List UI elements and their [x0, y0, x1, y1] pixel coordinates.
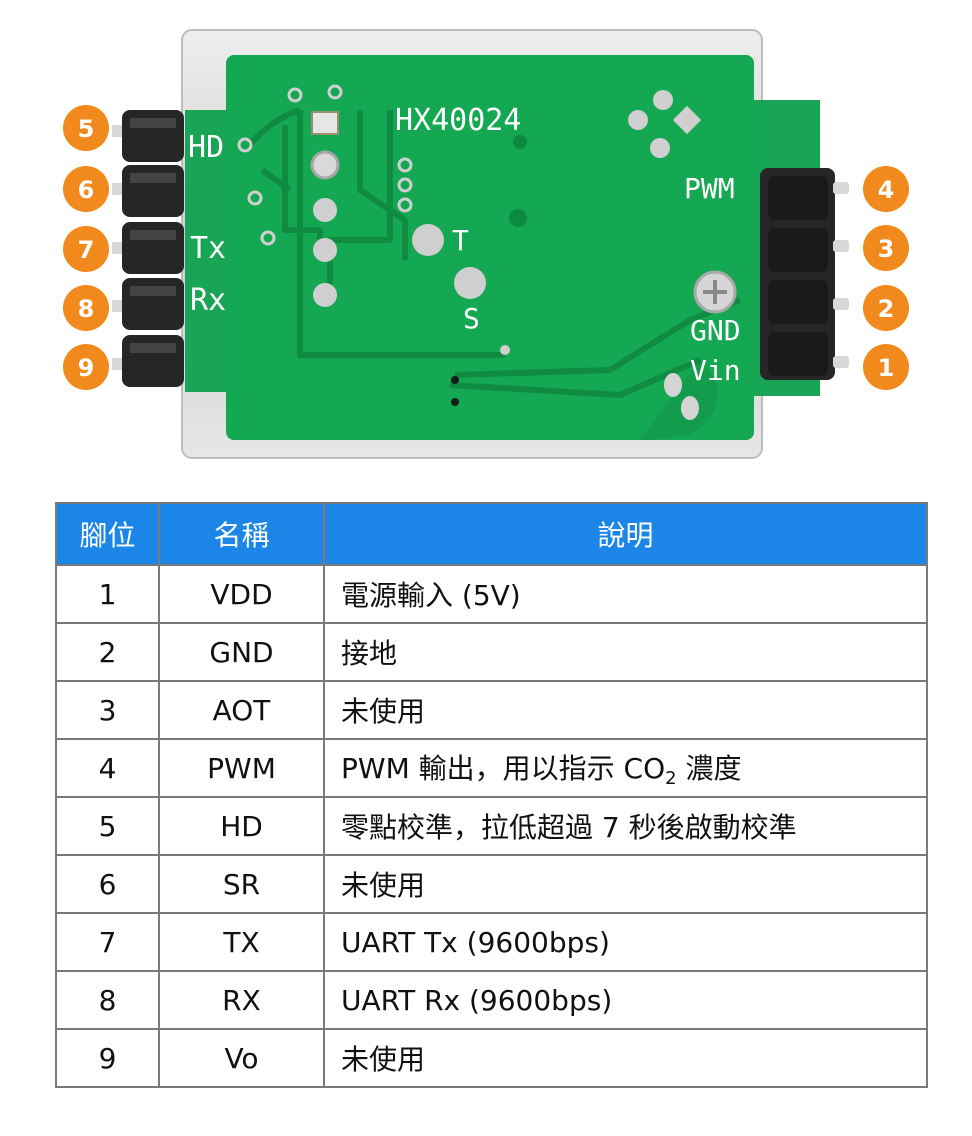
pin-badge-6-label: 6	[78, 176, 95, 204]
co2-subscript: 2	[665, 768, 677, 789]
table-row: 5 HD 零點校準，拉低超過 7 秒後啟動校準	[55, 796, 928, 856]
pin-badge-3-label: 3	[878, 235, 895, 263]
pin-number: 6	[55, 854, 160, 914]
pin-name: VDD	[158, 564, 325, 624]
pin-description: UART Rx (9600bps)	[323, 970, 928, 1030]
pin-number: 1	[55, 564, 160, 624]
silk-pwm-label: PWM	[684, 172, 735, 205]
pin-badge-3	[863, 225, 909, 271]
silk-vin-label: Vin	[690, 354, 741, 387]
sensor-board-photo: HX40024 HD Tx Rx T S PWM GND Vin	[63, 29, 909, 459]
right-pin-badges: 4 3 2 1	[863, 166, 909, 390]
silk-t-label: T	[452, 224, 469, 257]
pin-description: 零點校準，拉低超過 7 秒後啟動校準	[323, 796, 928, 856]
pin-name: GND	[158, 622, 325, 682]
silk-s-label: S	[463, 302, 480, 335]
pin-badge-4	[863, 166, 909, 212]
pin-description-tail: 濃度	[676, 752, 742, 785]
pin-badge-9	[63, 344, 109, 390]
table-row: 6 SR 未使用	[55, 854, 928, 914]
header-description: 說明	[323, 502, 928, 566]
pin-description: PWM 輸出，用以指示 CO2 濃度	[323, 738, 928, 798]
pin-description: 未使用	[323, 1028, 928, 1088]
pin-badge-1	[863, 344, 909, 390]
pin-badge-7	[63, 226, 109, 272]
pin-name: PWM	[158, 738, 325, 798]
silk-model-label: HX40024	[395, 103, 521, 138]
table-row: 2 GND 接地	[55, 622, 928, 682]
table-row: 3 AOT 未使用	[55, 680, 928, 740]
pin-name: TX	[158, 912, 325, 972]
left-pin-badges: 5 6 7 8 9	[63, 105, 109, 390]
pin-number: 4	[55, 738, 160, 798]
pin-name: Vo	[158, 1028, 325, 1088]
pin-definition-table: 腳位 名稱 說明 1 VDD 電源輸入 (5V) 2 GND 接地 3 AOT …	[55, 502, 928, 1088]
pin-number: 3	[55, 680, 160, 740]
right-pin-header	[760, 168, 849, 380]
pin-number: 8	[55, 970, 160, 1030]
table-row: 4 PWM PWM 輸出，用以指示 CO2 濃度	[55, 738, 928, 798]
pin-name: HD	[158, 796, 325, 856]
pin-number: 9	[55, 1028, 160, 1088]
table-row: 7 TX UART Tx (9600bps)	[55, 912, 928, 972]
pin-number: 2	[55, 622, 160, 682]
pin-badge-5-label: 5	[78, 115, 95, 143]
table-row: 9 Vo 未使用	[55, 1028, 928, 1088]
pin-description: 未使用	[323, 854, 928, 914]
pcb-pads	[237, 84, 737, 420]
pin-badge-2-label: 2	[878, 295, 895, 323]
pin-description: UART Tx (9600bps)	[323, 912, 928, 972]
pin-description-main: PWM 輸出，用以指示 CO	[341, 752, 666, 785]
pin-badge-8-label: 8	[78, 295, 95, 323]
table-header-row: 腳位 名稱 說明	[55, 502, 928, 566]
pin-badge-5	[63, 105, 109, 151]
pin-badge-7-label: 7	[78, 236, 95, 264]
left-pin-header	[112, 110, 184, 387]
pin-name: RX	[158, 970, 325, 1030]
pin-badge-9-label: 9	[78, 354, 95, 382]
silk-gnd-label: GND	[690, 314, 741, 347]
pin-badge-1-label: 1	[878, 354, 895, 382]
pin-badge-2	[863, 285, 909, 331]
silk-rx-label: Rx	[190, 283, 226, 318]
pin-description: 接地	[323, 622, 928, 682]
pin-badge-8	[63, 285, 109, 331]
header-pin: 腳位	[55, 502, 160, 566]
pin-description: 電源輸入 (5V)	[323, 564, 928, 624]
table-row: 8 RX UART Rx (9600bps)	[55, 970, 928, 1030]
pin-number: 5	[55, 796, 160, 856]
pin-name: SR	[158, 854, 325, 914]
pin-badge-6	[63, 166, 109, 212]
silk-tx-label: Tx	[190, 231, 226, 266]
pin-number: 7	[55, 912, 160, 972]
pin-description: 未使用	[323, 680, 928, 740]
table-row: 1 VDD 電源輸入 (5V)	[55, 564, 928, 624]
pin-badge-4-label: 4	[878, 176, 895, 204]
pin-name: AOT	[158, 680, 325, 740]
header-name: 名稱	[158, 502, 325, 566]
silk-hd-label: HD	[188, 130, 224, 165]
